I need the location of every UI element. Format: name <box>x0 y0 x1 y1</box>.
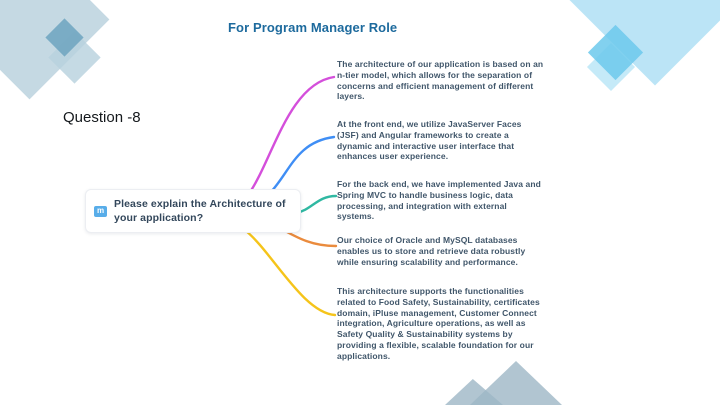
question-card: m Please explain the Architecture of you… <box>85 189 301 233</box>
branch-curve-1 <box>246 75 336 197</box>
answer-text-ntier: The architecture of our application is b… <box>337 59 544 102</box>
question-text: Please explain the Architecture of your … <box>114 198 286 224</box>
answer-text-database: Our choice of Oracle and MySQL databases… <box>337 235 526 267</box>
mindmap-icon: m <box>94 205 107 217</box>
decorative-triangle-bottom-large <box>470 361 562 405</box>
answer-text-frontend: At the front end, we utilize JavaServer … <box>337 119 522 162</box>
page-title: For Program Manager Role <box>228 20 398 35</box>
branch-curve-2 <box>268 135 336 195</box>
answer-text-functional: This architecture supports the functiona… <box>337 286 540 361</box>
answer-text-backend: For the back end, we have implemented Ja… <box>337 179 541 222</box>
branch-curve-3 <box>294 194 338 215</box>
branch-curve-5 <box>244 229 337 317</box>
decorative-diamond-top-right-large <box>564 0 720 86</box>
question-number-label: Question -8 <box>63 109 141 126</box>
